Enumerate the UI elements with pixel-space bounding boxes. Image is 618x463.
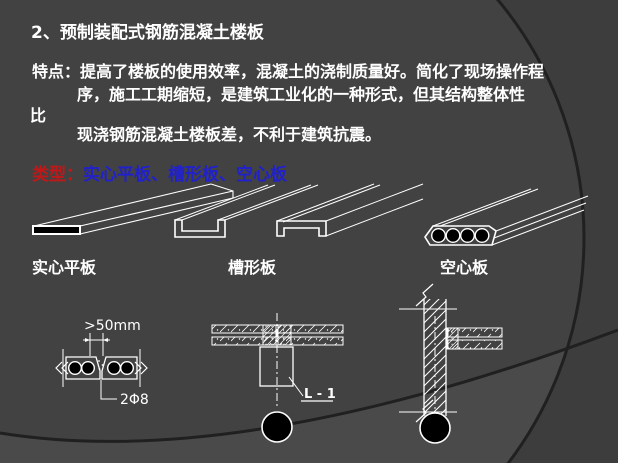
break-mark-right <box>134 361 148 375</box>
joint-detail-drawing <box>55 333 148 400</box>
gap-dimension-label: >50mm <box>84 318 141 334</box>
section-marker-dot <box>261 411 293 443</box>
types-label: 类型： <box>32 165 83 185</box>
types-list: 实心平板、槽形板、空心板 <box>83 165 287 185</box>
feature-line-4: 现浇钢筋混凝土楼板差，不利于建筑抗震。 <box>77 125 382 144</box>
slab-label-hollow: 空心板 <box>440 258 489 277</box>
beam-mark-label: L - 1 <box>304 387 336 402</box>
wall-section-drawing <box>399 283 503 444</box>
section-marker-dot <box>419 412 451 444</box>
rebar-label: 2Φ8 <box>120 392 149 408</box>
channel-slab-diagram-inverted <box>276 183 424 237</box>
gap-dimension <box>83 333 110 356</box>
channel-slab-diagram-upright <box>174 184 319 238</box>
beam-leader <box>288 376 304 397</box>
bg-bottom-band <box>0 330 584 463</box>
feature-line-2: 序，施工工期缩短，是建筑工业化的一种形式，但其结构整体性 <box>77 85 526 104</box>
break-mark-top <box>415 283 434 307</box>
hollow-cores <box>431 227 490 243</box>
solid-slab-diagram <box>32 183 234 235</box>
hollow-core-holes <box>67 361 134 376</box>
bg-circle-arc <box>495 0 586 463</box>
types-line: 类型：实心平板、槽形板、空心板 <box>32 165 287 186</box>
page-title: 2、预制装配式钢筋混凝土楼板 <box>31 23 264 43</box>
slab-label-solid: 实心平板 <box>32 258 97 277</box>
feature-line-3: 比 <box>30 106 47 125</box>
hollow-slab-diagram <box>424 188 589 246</box>
slab-label-channel: 槽形板 <box>228 258 277 277</box>
beam-outline <box>259 346 294 387</box>
break-mark-bottom <box>415 399 434 423</box>
grout-dots <box>98 360 104 370</box>
break-mark-left <box>55 361 69 375</box>
plan-detail-drawing <box>211 313 344 443</box>
rebar-leader <box>100 380 117 400</box>
feature-line-1: 特点：提高了楼板的使用效率，混凝土的浇制质量好。简化了现场操作程 <box>32 62 545 81</box>
